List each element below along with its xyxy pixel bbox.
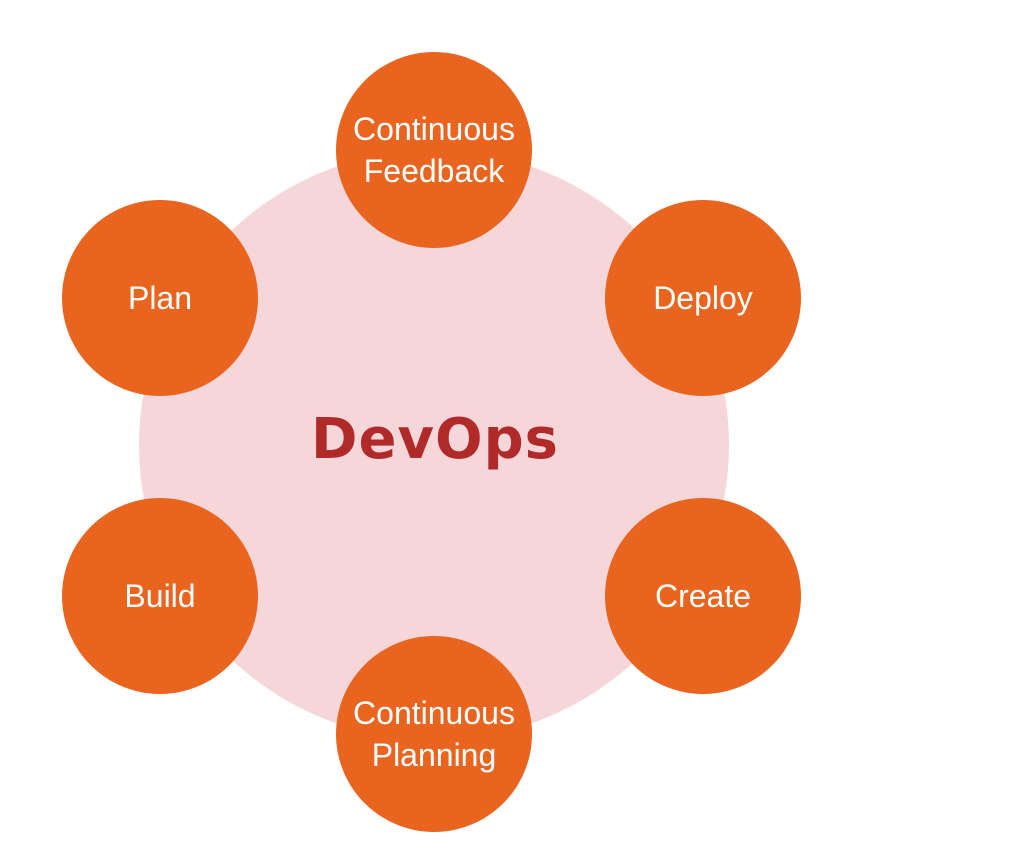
node-create: Create: [605, 498, 801, 694]
node-plan: Plan: [62, 200, 258, 396]
node-label: Create: [654, 578, 752, 614]
node-label: Build: [124, 578, 196, 614]
node-build: Build: [62, 498, 258, 694]
node-label: Plan: [127, 280, 193, 316]
node-deploy: Deploy: [605, 200, 801, 396]
node-label: Deploy: [653, 280, 753, 316]
node-continuous-planning: Continuous Planning: [336, 636, 532, 832]
node-label: Continuous Feedback: [353, 111, 515, 189]
node-label: Continuous Planning: [353, 695, 515, 773]
node-continuous-feedback: Continuous Feedback: [336, 52, 532, 248]
center-label: DevOps: [311, 407, 559, 472]
